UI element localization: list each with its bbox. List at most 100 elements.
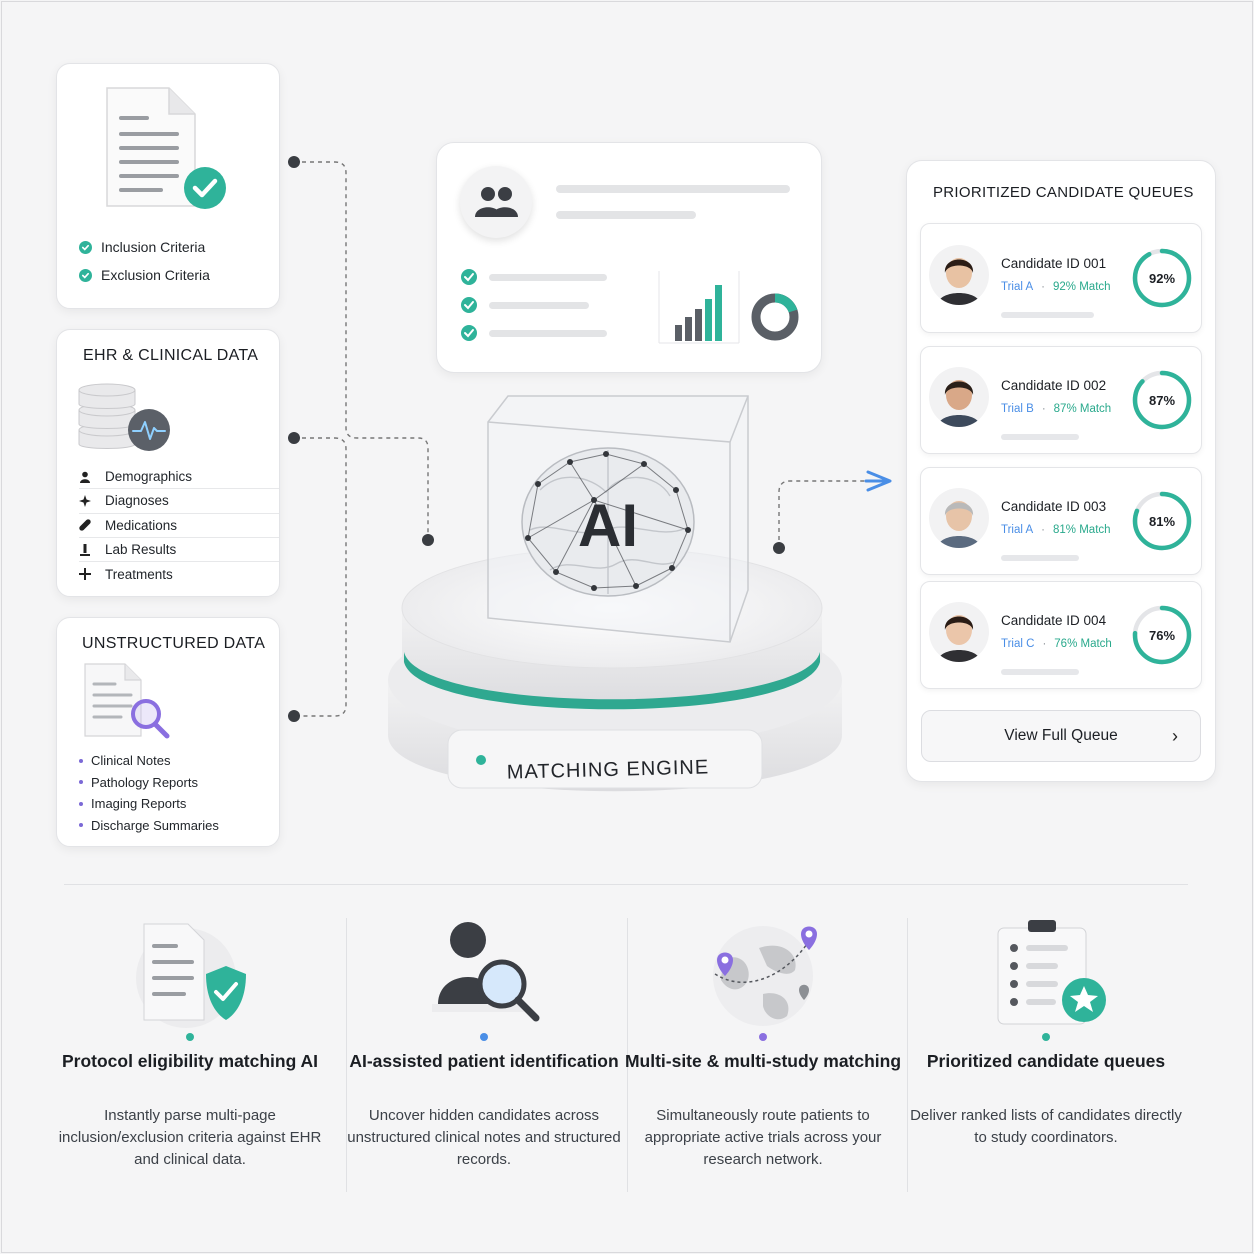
unstructured-card-title: UNSTRUCTURED DATA bbox=[82, 635, 266, 652]
criteria-label: Inclusion Criteria bbox=[101, 239, 206, 255]
candidate-meta: Trial C · 76% Match bbox=[1001, 638, 1112, 650]
match-label: 92% Match bbox=[1053, 281, 1111, 293]
feature-title: Protocol eligibility matching AI bbox=[61, 1051, 319, 1071]
feature-dot bbox=[759, 1033, 767, 1041]
feature-description: Uncover hidden candidates across unstruc… bbox=[347, 1107, 621, 1168]
match-ring: 76% bbox=[1131, 604, 1193, 666]
feature-title: Multi-site & multi-study matching bbox=[624, 1051, 902, 1071]
person-search-icon bbox=[432, 922, 540, 1022]
checklist-preview bbox=[461, 269, 607, 341]
match-percent: 92% bbox=[1148, 270, 1176, 286]
team-icon bbox=[460, 166, 532, 238]
feature-title: AI-assisted patient identification bbox=[349, 1051, 619, 1071]
donut-chart-icon bbox=[751, 293, 799, 341]
candidate-meta: Trial B · 87% Match bbox=[1001, 403, 1111, 415]
protocol-card: Inclusion Criteria Exclusion Criteria bbox=[56, 63, 280, 309]
view-full-queue-label: View Full Queue bbox=[1004, 727, 1118, 744]
feature-separator bbox=[346, 918, 347, 1192]
ehr-data-list: Demographics Diagnoses Medications Lab R… bbox=[79, 465, 279, 586]
match-label: 76% Match bbox=[1054, 638, 1112, 650]
match-ring: 92% bbox=[1131, 247, 1193, 309]
ehr-card: EHR & CLINICAL DATA Demographics Diagnos… bbox=[56, 329, 280, 597]
avatar bbox=[929, 602, 989, 662]
unstructured-item-label: Imaging Reports bbox=[91, 796, 187, 812]
placeholder-bar bbox=[1001, 555, 1079, 561]
ehr-item-label: Medications bbox=[105, 517, 178, 533]
ehr-item: Diagnoses bbox=[79, 489, 279, 514]
separator-dot: · bbox=[1042, 638, 1047, 650]
ehr-item-label: Lab Results bbox=[105, 542, 177, 558]
ehr-item-label: Demographics bbox=[105, 469, 193, 485]
dashboard-preview-card bbox=[436, 142, 822, 373]
connector-lines bbox=[288, 156, 892, 722]
feature-title: Prioritized candidate queues bbox=[926, 1051, 1166, 1071]
unstructured-item-label: Discharge Summaries bbox=[91, 817, 219, 833]
queue-title: PRIORITIZED CANDIDATE QUEUES bbox=[933, 184, 1194, 201]
engine-label: MATCHING ENGINE bbox=[507, 756, 710, 783]
check-icon bbox=[79, 240, 92, 254]
candidate-id: Candidate ID 004 bbox=[1001, 613, 1107, 628]
ehr-item: Lab Results bbox=[79, 538, 279, 563]
inclusion-criteria-item: Inclusion Criteria bbox=[79, 239, 205, 255]
match-label: 81% Match bbox=[1053, 524, 1111, 536]
ehr-item: Treatments bbox=[79, 562, 279, 586]
avatar bbox=[929, 367, 989, 427]
feature-separator bbox=[627, 918, 628, 1192]
match-ring: 87% bbox=[1131, 369, 1193, 431]
unstructured-item: Discharge Summaries bbox=[79, 815, 219, 837]
separator-dot: · bbox=[1041, 281, 1046, 293]
view-full-queue-button[interactable]: View Full Queue › bbox=[921, 710, 1201, 762]
placeholder-bar bbox=[1001, 312, 1094, 318]
candidate-meta: Trial A·81% Match bbox=[1001, 524, 1111, 536]
unstructured-item: Imaging Reports bbox=[79, 793, 219, 815]
candidate-id: Candidate ID 003 bbox=[1001, 499, 1107, 514]
person-icon bbox=[79, 471, 91, 483]
feature-dot bbox=[186, 1033, 194, 1041]
feature-description: Instantly parse multi-page inclusion/exc… bbox=[58, 1107, 322, 1168]
match-ring-arc bbox=[1132, 248, 1192, 308]
trial-label: Trial A bbox=[1001, 281, 1034, 293]
feature-description: Simultaneously route patients to appropr… bbox=[644, 1107, 882, 1168]
match-ring: 81% bbox=[1131, 490, 1193, 552]
separator-dot: · bbox=[1041, 403, 1046, 415]
pill-icon bbox=[79, 519, 91, 531]
section-divider bbox=[64, 884, 1188, 885]
database-icon bbox=[78, 383, 170, 451]
placeholder-line bbox=[556, 211, 696, 219]
candidate-meta: Trial A · 92% Match bbox=[1001, 281, 1111, 293]
shield-document-icon bbox=[136, 923, 246, 1028]
match-percent: 76% bbox=[1148, 627, 1176, 643]
plus-icon bbox=[79, 568, 91, 581]
criteria-label: Exclusion Criteria bbox=[101, 267, 210, 283]
lab-icon bbox=[79, 543, 91, 556]
match-ring-arc bbox=[1132, 605, 1192, 665]
avatar bbox=[929, 488, 989, 548]
trial-label: Trial B bbox=[1001, 403, 1034, 415]
match-percent: 81% bbox=[1148, 513, 1176, 529]
placeholder-bar bbox=[1001, 669, 1079, 675]
unstructured-item: Pathology Reports bbox=[79, 772, 219, 794]
unstructured-item-label: Pathology Reports bbox=[91, 774, 198, 790]
ehr-card-title: EHR & CLINICAL DATA bbox=[83, 347, 259, 364]
candidate-id: Candidate ID 002 bbox=[1001, 378, 1107, 393]
ehr-item: Medications bbox=[79, 514, 279, 538]
trial-label: Trial C bbox=[1001, 638, 1035, 650]
match-percent: 87% bbox=[1148, 392, 1176, 408]
placeholder-bar bbox=[1001, 434, 1079, 440]
unstructured-list: Clinical Notes Pathology Reports Imaging… bbox=[79, 750, 219, 836]
document-search-icon bbox=[84, 663, 170, 739]
placeholder-line bbox=[556, 185, 790, 193]
separator-dot: · bbox=[1041, 524, 1046, 536]
feature-separator bbox=[907, 918, 908, 1192]
match-label: 87% Match bbox=[1053, 403, 1112, 415]
match-ring-arc bbox=[1132, 491, 1192, 551]
chevron-right-icon: › bbox=[1172, 726, 1178, 746]
ai-cube-text: AI bbox=[578, 492, 638, 559]
match-ring-arc bbox=[1132, 370, 1192, 430]
unstructured-card: UNSTRUCTURED DATA Clinical Notes Patholo… bbox=[56, 617, 280, 847]
protocol-document-icon bbox=[106, 87, 226, 209]
